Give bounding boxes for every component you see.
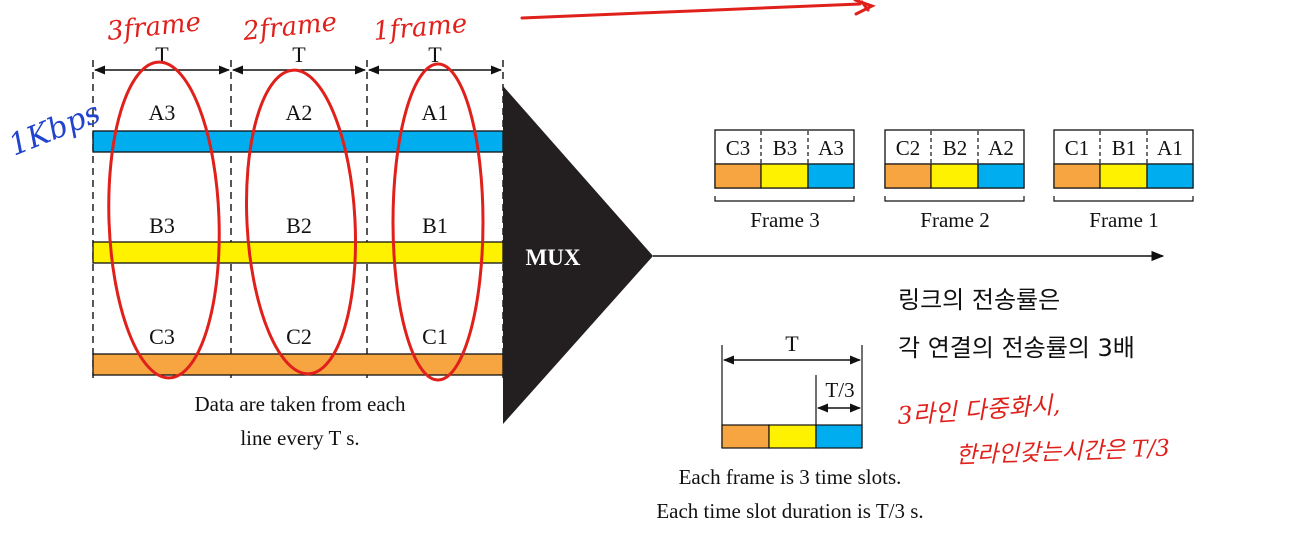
handwritten-arrow	[520, 2, 862, 20]
unit-c2: C2	[286, 324, 312, 349]
frame-1-unit-1: B1	[1112, 136, 1137, 160]
frame-3: C3 B3 A3 Frame 3	[714, 129, 855, 232]
unit-a3: A3	[149, 100, 176, 125]
frame-1-circle	[391, 62, 485, 382]
korean-note-line2: 각 연결의 전송률의 3배	[898, 334, 1135, 362]
unit-a1: A1	[422, 100, 449, 125]
frame-2-label: Frame 2	[920, 208, 989, 232]
frame-note-3: 3frame	[106, 7, 203, 47]
frame-3-circle	[107, 60, 221, 380]
frame-2-slot-b	[930, 163, 979, 189]
frame-1-slot-c	[1053, 163, 1101, 189]
frame-2-circle	[244, 68, 358, 376]
frame-3-unit-0: C3	[726, 136, 751, 160]
frame-2-slot-a	[977, 163, 1025, 189]
mux-triangle	[503, 86, 653, 424]
timing-slot-a	[815, 424, 863, 449]
line-a-bar	[92, 130, 504, 153]
unit-b1: B1	[422, 213, 448, 238]
period-label-1: T	[292, 42, 306, 67]
input-caption-line2: line every T s.	[240, 426, 359, 450]
unit-b2: B2	[286, 213, 312, 238]
hand-note-line1: 3라인 다중화시,	[896, 391, 1061, 430]
frame-1-slot-b	[1099, 163, 1148, 189]
unit-a2: A2	[286, 100, 313, 125]
korean-note-line1: 링크의 전송률은	[898, 286, 1060, 314]
frame-2-slot-c	[884, 163, 932, 189]
rate-note: 1Kbps	[4, 95, 105, 163]
timing-slot-b	[768, 424, 817, 449]
handwritten-marks	[107, 0, 876, 382]
frame-3-unit-1: B3	[773, 136, 798, 160]
frame-1-unit-0: C1	[1065, 136, 1090, 160]
frame-2: C2 B2 A2 Frame 2	[884, 129, 1025, 232]
frame-2-unit-0: C2	[896, 136, 921, 160]
hand-note-line2: 한라인갖는시간은 T/3	[955, 436, 1170, 469]
line-b-bar	[92, 241, 504, 264]
mux-label: MUX	[526, 245, 581, 270]
timing-caption-line2: Each time slot duration is T/3 s.	[656, 499, 923, 523]
timing-detail	[721, 345, 863, 449]
frame-note-1: 1frame	[372, 9, 468, 47]
frame-3-slot-a	[807, 163, 855, 189]
timing-slot-label: T/3	[825, 378, 854, 402]
unit-c3: C3	[149, 324, 175, 349]
timing-slot-c	[721, 424, 770, 449]
frame-note-2: 2frame	[241, 7, 339, 47]
frame-1-label: Frame 1	[1089, 208, 1158, 232]
frame-3-slot-b	[760, 163, 809, 189]
frame-3-label: Frame 3	[750, 208, 819, 232]
frame-1-unit-2: A1	[1157, 136, 1183, 160]
unit-c1: C1	[422, 324, 448, 349]
input-caption-line1: Data are taken from each	[194, 392, 406, 416]
period-label-2: T	[428, 42, 442, 67]
frame-2-unit-1: B2	[943, 136, 968, 160]
timing-caption-line1: Each frame is 3 time slots.	[679, 465, 902, 489]
timing-period-label: T	[785, 331, 799, 356]
frame-1-slot-a	[1146, 163, 1194, 189]
frame-2-unit-2: A2	[988, 136, 1014, 160]
frame-3-unit-2: A3	[818, 136, 844, 160]
frame-1: C1 B1 A1 Frame 1	[1053, 129, 1194, 232]
unit-b3: B3	[149, 213, 175, 238]
frame-3-slot-c	[714, 163, 762, 189]
